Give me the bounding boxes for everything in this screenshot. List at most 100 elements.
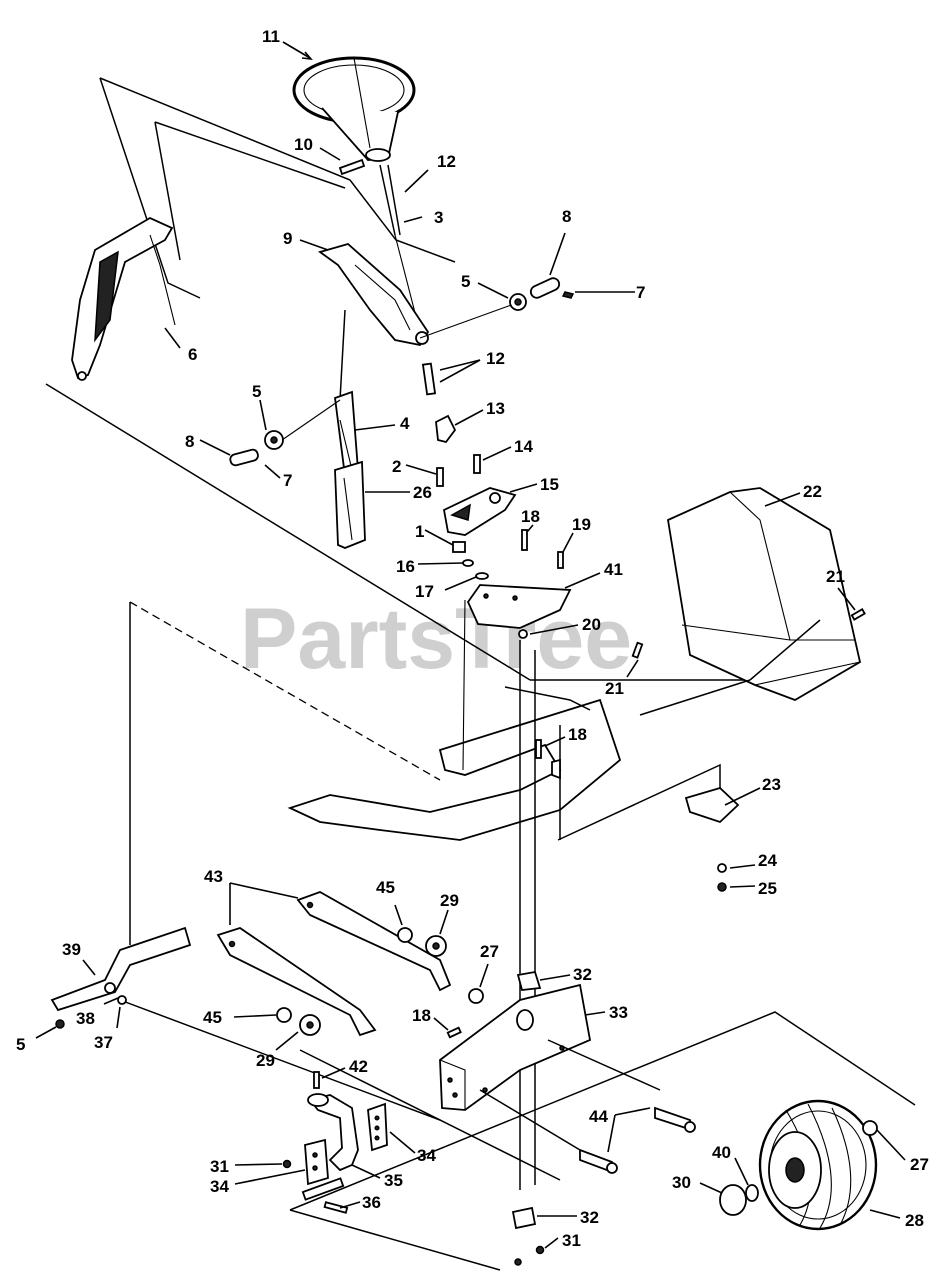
axle-support-33 xyxy=(439,983,592,1111)
callout-6: 6 xyxy=(188,345,197,364)
drag-link-26 xyxy=(334,460,366,549)
callout-35: 35 xyxy=(384,1171,403,1190)
bracket-23 xyxy=(684,786,740,824)
callout-45: 45 xyxy=(376,878,395,897)
watermark: PartsTree TM xyxy=(240,591,706,687)
nut-45-upper xyxy=(397,927,413,943)
callout-18: 18 xyxy=(521,507,540,526)
callout-4: 4 xyxy=(400,414,410,433)
callout-29: 29 xyxy=(440,891,459,910)
callout-7: 7 xyxy=(636,283,645,302)
callout-2: 2 xyxy=(392,457,401,476)
callout-34: 34 xyxy=(210,1177,229,1196)
washer-17 xyxy=(475,572,489,580)
column-spacer-12 xyxy=(421,362,437,396)
hub-cap-30 xyxy=(719,1184,747,1216)
callout-18: 18 xyxy=(412,1006,431,1025)
pin-10 xyxy=(338,158,366,176)
bolt-19 xyxy=(557,551,564,569)
callout-30: 30 xyxy=(672,1173,691,1192)
leader-lines xyxy=(35,41,906,1249)
bolt-44-upper xyxy=(654,1106,696,1133)
wheel-plane xyxy=(289,1011,916,1271)
screw-21-left xyxy=(631,641,644,659)
nut-31-left xyxy=(282,1159,292,1169)
dash-shroud-22 xyxy=(667,487,862,701)
callout-31: 31 xyxy=(562,1231,581,1250)
tie-rod-43-upper xyxy=(296,891,452,992)
callout-19: 19 xyxy=(572,515,591,534)
callout-28: 28 xyxy=(905,1211,924,1230)
pin-36 xyxy=(323,1201,349,1214)
callout-17: 17 xyxy=(415,582,434,601)
callout-14: 14 xyxy=(514,437,533,456)
callout-12: 12 xyxy=(486,349,505,368)
callout-1: 1 xyxy=(415,522,424,541)
callout-25: 25 xyxy=(758,879,777,898)
washer-29-lower xyxy=(299,1014,321,1036)
clamp-32-upper xyxy=(516,970,542,991)
callout-5: 5 xyxy=(252,382,261,401)
callout-5: 5 xyxy=(16,1035,25,1054)
callout-24: 24 xyxy=(758,851,777,870)
nut-45-lower xyxy=(276,1007,292,1023)
bolt-18-middle xyxy=(535,739,561,780)
washer-27-upper xyxy=(468,988,484,1004)
tie-rod-43-lower xyxy=(216,927,377,1037)
nut-31-right xyxy=(514,1245,545,1266)
callout-23: 23 xyxy=(762,775,781,794)
callout-20: 20 xyxy=(582,615,601,634)
pin-2 xyxy=(436,467,444,487)
callout-labels: 11 10 12 3 8 9 5 7 6 12 5 13 4 8 7 14 2 … xyxy=(16,27,929,1250)
bolt-42 xyxy=(313,1071,320,1089)
callout-26: 26 xyxy=(413,483,432,502)
assembly-lines-left xyxy=(119,601,561,1181)
bolt-18-upper xyxy=(521,529,528,551)
nut-20 xyxy=(518,629,528,639)
sector-gear-15 xyxy=(442,487,517,536)
callout-21: 21 xyxy=(826,567,845,586)
link-bushing-left xyxy=(229,399,341,467)
callout-38: 38 xyxy=(76,1009,95,1028)
clamp-32-lower xyxy=(511,1206,537,1230)
bushing-1 xyxy=(452,541,466,553)
steering-bracket-9 xyxy=(317,242,430,347)
dash-panel-plane xyxy=(45,77,760,681)
callout-21: 21 xyxy=(605,679,624,698)
callout-7: 7 xyxy=(283,471,292,490)
callout-43: 43 xyxy=(204,867,223,886)
callout-31: 31 xyxy=(210,1157,229,1176)
spindle-35 xyxy=(307,1093,359,1172)
washer-27-right xyxy=(862,1120,878,1136)
callout-5: 5 xyxy=(461,272,470,291)
callout-27: 27 xyxy=(480,942,499,961)
washer-29-upper xyxy=(425,935,447,957)
callout-11: 11 xyxy=(262,27,280,46)
callout-36: 36 xyxy=(362,1193,381,1212)
svg-text:PartsTree: PartsTree xyxy=(240,591,632,687)
callout-29: 29 xyxy=(256,1051,275,1070)
callout-34: 34 xyxy=(417,1146,436,1165)
axle-pin-lower xyxy=(301,1177,345,1201)
callout-12: 12 xyxy=(437,152,456,171)
bushing-34-right xyxy=(367,1102,388,1152)
callout-42: 42 xyxy=(349,1057,368,1076)
bolt-44-lower xyxy=(579,1148,618,1174)
callout-39: 39 xyxy=(62,940,81,959)
chassis-frame xyxy=(287,599,821,1190)
callout-10: 10 xyxy=(294,135,313,154)
callout-8: 8 xyxy=(562,207,571,226)
callout-40: 40 xyxy=(712,1143,731,1162)
nut-25 xyxy=(717,882,727,892)
callout-37: 37 xyxy=(94,1033,113,1052)
callout-32: 32 xyxy=(573,965,592,984)
pinion-13 xyxy=(435,414,457,444)
upper-link-assembly xyxy=(419,277,575,339)
callout-44: 44 xyxy=(589,1107,608,1126)
callout-15: 15 xyxy=(540,475,559,494)
screw-21-right xyxy=(850,608,866,621)
callout-32: 32 xyxy=(580,1208,599,1227)
washer-24 xyxy=(717,863,727,873)
axle-line-right xyxy=(479,1039,661,1151)
